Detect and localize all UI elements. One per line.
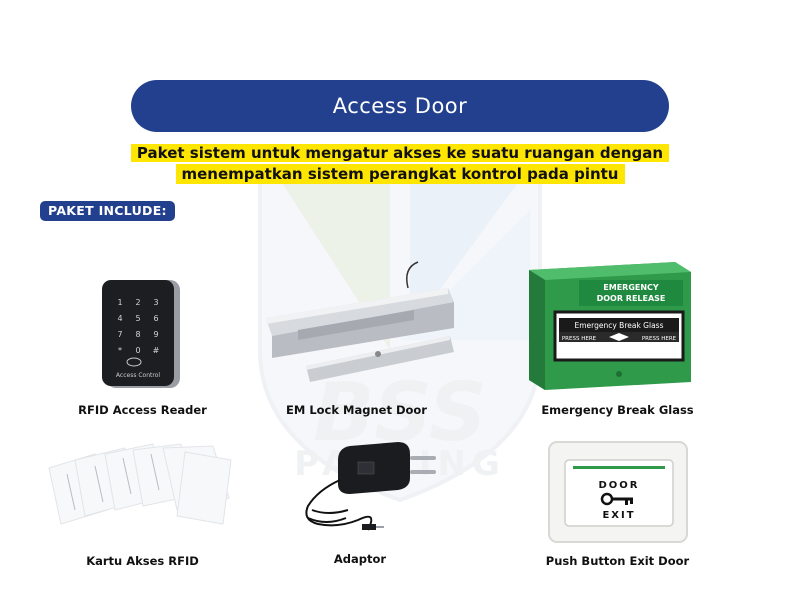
break-glass-label-1: EMERGENCY xyxy=(603,283,659,292)
exit-button-label-1: DOOR xyxy=(598,480,639,491)
subtitle: Paket sistem untuk mengatur akses ke sua… xyxy=(0,143,800,184)
reader-key-3: 3 xyxy=(153,298,158,307)
caption-adaptor: Adaptor xyxy=(333,552,387,566)
caption-em-lock: EM Lock Magnet Door xyxy=(286,403,427,417)
reader-key-5: 5 xyxy=(135,314,140,323)
break-glass-glass-label: Emergency Break Glass xyxy=(575,321,664,330)
em-lock-image xyxy=(266,261,454,382)
reader-key-9: 9 xyxy=(153,330,158,339)
reader-key-hash: # xyxy=(153,346,160,355)
subtitle-line-2: menempatkan sistem perangkat kontrol pad… xyxy=(175,164,625,184)
page-title: Access Door xyxy=(131,80,669,132)
reader-key-2: 2 xyxy=(135,298,140,307)
adaptor-image xyxy=(305,442,436,531)
reader-key-4: 4 xyxy=(117,314,122,323)
break-glass-label-2: DOOR RELEASE xyxy=(597,294,666,303)
reader-key-8: 8 xyxy=(135,330,140,339)
caption-break-glass: Emergency Break Glass xyxy=(541,403,694,417)
package-include-badge: PAKET INCLUDE: xyxy=(40,201,175,221)
break-glass-press-right: PRESS HERE xyxy=(642,336,677,342)
key-icon xyxy=(600,492,633,506)
caption-rfid-cards: Kartu Akses RFID xyxy=(86,554,199,568)
reader-key-7: 7 xyxy=(117,330,122,339)
caption-rfid-reader: RFID Access Reader xyxy=(78,403,207,417)
reader-key-1: 1 xyxy=(117,298,122,307)
subtitle-line-1: Paket sistem untuk mengatur akses ke sua… xyxy=(130,144,670,162)
break-glass-image: EMERGENCY DOOR RELEASE Emergency Break G… xyxy=(529,262,691,390)
page-title-text: Access Door xyxy=(332,94,468,118)
reader-key-0: 0 xyxy=(135,346,140,355)
rfid-reader-image: 1 2 3 4 5 6 7 8 9 * 0 # Access Control xyxy=(102,280,180,388)
exit-button-image: DOOR EXIT xyxy=(548,441,688,543)
caption-exit-button: Push Button Exit Door xyxy=(545,554,690,568)
rfid-cards-image xyxy=(48,443,232,525)
break-glass-press-left: PRESS HERE xyxy=(562,336,597,342)
reader-device-label: Access Control xyxy=(116,372,160,379)
reader-key-6: 6 xyxy=(153,314,158,323)
reader-key-star: * xyxy=(118,346,122,355)
exit-button-label-2: EXIT xyxy=(602,510,635,521)
